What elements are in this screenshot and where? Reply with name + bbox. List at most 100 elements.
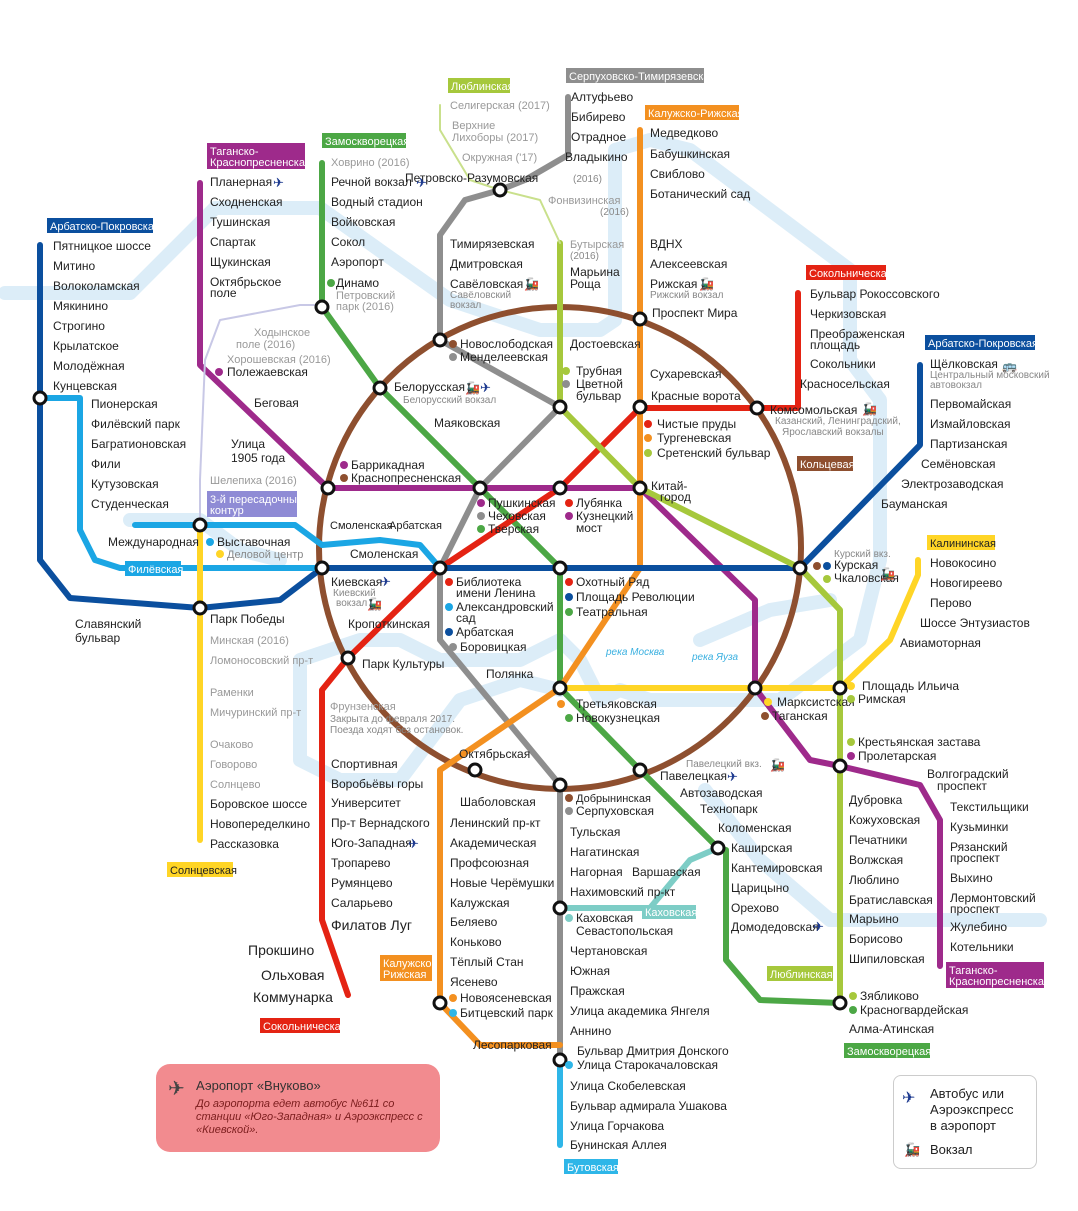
station-donskogo[interactable]: Бульвар Дмитрия Донского bbox=[577, 1044, 729, 1058]
station-kitay-1[interactable]: Китай- bbox=[651, 479, 687, 493]
station-sportivnaya[interactable]: Спортивная bbox=[331, 757, 398, 771]
station-krylatskoe[interactable]: Крылатское bbox=[53, 339, 119, 353]
station-begovaya[interactable]: Беговая bbox=[254, 396, 299, 410]
node-lubyanka[interactable] bbox=[552, 480, 568, 496]
station-ploshchad-ilyicha[interactable]: Площадь Ильича bbox=[862, 679, 959, 693]
station-dinamo[interactable]: Динамо bbox=[336, 276, 379, 290]
station-kotelniki[interactable]: Котельники bbox=[950, 940, 1014, 954]
station-ramenki[interactable]: Раменки bbox=[210, 687, 254, 699]
station-lermontovsky-2[interactable]: проспект bbox=[950, 902, 1000, 916]
station-maryina-2[interactable]: Роща bbox=[570, 277, 601, 291]
station-leninsky[interactable]: Ленинский пр-кт bbox=[450, 816, 541, 830]
station-oktyabrskaya[interactable]: Октябрьская bbox=[459, 747, 530, 761]
station-nagatinskaya[interactable]: Нагатинская bbox=[570, 845, 639, 859]
station-preobrazhenskaya-2[interactable]: площадь bbox=[810, 338, 860, 352]
station-ryazansky-1[interactable]: Рязанский bbox=[950, 840, 1008, 854]
station-zyablikovo[interactable]: Зябликово bbox=[860, 989, 919, 1003]
station-khodynskoe-1[interactable]: Ходынское bbox=[254, 327, 310, 339]
station-okhotny[interactable]: Охотный Ряд bbox=[576, 575, 649, 589]
station-kitay-2[interactable]: город bbox=[660, 490, 691, 504]
node-kakhovskaya[interactable] bbox=[552, 900, 568, 916]
station-verkhnie-2[interactable]: Лихоборы (2017) bbox=[452, 132, 538, 144]
station-kuznetsky-2[interactable]: мост bbox=[576, 521, 603, 535]
station-volgogradsky-2[interactable]: проспект bbox=[937, 779, 987, 793]
station-michurinsky[interactable]: Мичуринский пр-т bbox=[210, 707, 301, 719]
station-timiryazevskaya[interactable]: Тимирязевская bbox=[450, 237, 534, 251]
station-vodny[interactable]: Водный стадион bbox=[331, 195, 423, 209]
node-proletarskaya[interactable] bbox=[832, 758, 848, 774]
station-savelovskaya[interactable]: Савёловская bbox=[450, 277, 523, 291]
station-planernaya[interactable]: Планерная bbox=[210, 175, 272, 189]
station-akademicheskaya[interactable]: Академическая bbox=[450, 836, 536, 850]
station-bibirevo[interactable]: Бибирево bbox=[571, 110, 626, 124]
station-volgogradsky-1[interactable]: Волгоградский bbox=[927, 767, 1009, 781]
station-mezhdunarodnaya[interactable]: Международная bbox=[108, 535, 199, 549]
station-komsomolskaya[interactable]: Комсомольская bbox=[770, 403, 857, 417]
station-biblioteka-2[interactable]: имени Ленина bbox=[456, 586, 536, 600]
station-sokol[interactable]: Сокол bbox=[331, 235, 365, 249]
station-rechnoy[interactable]: Речной вокзал bbox=[331, 175, 412, 189]
station-semenovskaya[interactable]: Семёновская bbox=[921, 457, 996, 471]
station-belorusskaya[interactable]: Белорусская bbox=[394, 380, 465, 394]
station-krasnoselskaya[interactable]: Красносельская bbox=[800, 377, 890, 391]
station-oktyabrskoe-2[interactable]: поле bbox=[210, 286, 237, 300]
node-park-kultury[interactable] bbox=[340, 650, 356, 666]
station-petrovsko[interactable]: Петровско-Разумовская bbox=[405, 171, 538, 185]
station-frunzenskaya[interactable]: Фрунзенская bbox=[330, 701, 396, 713]
station-pervomayskaya[interactable]: Первомайская bbox=[930, 397, 1011, 411]
station-avtozavodskaya[interactable]: Автозаводская bbox=[680, 786, 763, 800]
station-vdnh[interactable]: ВДНХ bbox=[650, 237, 683, 251]
station-biblioteka-1[interactable]: Библиотека bbox=[456, 575, 522, 589]
station-park-pobedy[interactable]: Парк Победы bbox=[210, 612, 285, 626]
node-novoyasenevskaya[interactable] bbox=[432, 995, 448, 1011]
node-belorusskaya[interactable] bbox=[372, 380, 388, 396]
station-maryino[interactable]: Марьино bbox=[849, 912, 899, 926]
station-borovskoe[interactable]: Боровское шоссе bbox=[210, 797, 308, 811]
station-khovrino[interactable]: Ховрино (2016) bbox=[331, 157, 409, 169]
station-polezhaevskaya[interactable]: Полежаевская bbox=[227, 365, 308, 379]
station-shipilovskaya[interactable]: Шипиловская bbox=[849, 952, 925, 966]
station-volokolamskaya[interactable]: Волоколамская bbox=[53, 279, 140, 293]
station-kurskaya[interactable]: Курская bbox=[834, 558, 878, 572]
station-turgenevskaya[interactable]: Тургеневская bbox=[657, 431, 731, 445]
station-lermontovsky-1[interactable]: Лермонтовский bbox=[950, 891, 1036, 905]
station-mitino[interactable]: Митино bbox=[53, 259, 96, 273]
station-tulskaya[interactable]: Тульская bbox=[570, 825, 620, 839]
station-shchukinskaya[interactable]: Щукинская bbox=[210, 255, 271, 269]
station-mendeleevskaya[interactable]: Менделеевская bbox=[460, 350, 548, 364]
station-tsvetnoy-2[interactable]: бульвар bbox=[576, 389, 622, 403]
station-voykovskaya[interactable]: Войковская bbox=[331, 215, 395, 229]
station-altufyevo[interactable]: Алтуфьево bbox=[571, 90, 634, 104]
station-chistye-prudy[interactable]: Чистые пруды bbox=[657, 417, 736, 431]
station-tsaritsyno[interactable]: Царицыно bbox=[731, 881, 789, 895]
station-sukharevskaya[interactable]: Сухаревская bbox=[650, 367, 721, 381]
node-marksistskaya[interactable] bbox=[747, 680, 763, 696]
station-strogino[interactable]: Строгино bbox=[53, 319, 105, 333]
station-tsvetnoy-1[interactable]: Цветной bbox=[576, 377, 623, 391]
station-taganskaya[interactable]: Таганская bbox=[772, 709, 828, 723]
station-novogireevo[interactable]: Новогиреево bbox=[930, 576, 1003, 590]
node-pushkinskaya[interactable] bbox=[472, 480, 488, 496]
station-yugo-zapadnaya[interactable]: Юго-Западная bbox=[331, 836, 412, 850]
station-gorchakova[interactable]: Улица Горчакова bbox=[570, 1119, 664, 1133]
station-buninskaya[interactable]: Бунинская Аллея bbox=[570, 1138, 667, 1152]
station-minskaya[interactable]: Минская (2016) bbox=[210, 635, 289, 647]
station-vorobyovy[interactable]: Воробьёвы горы bbox=[331, 777, 423, 791]
station-kutuzovskaya[interactable]: Кутузовская bbox=[91, 477, 159, 491]
station-dubrovka[interactable]: Дубровка bbox=[849, 793, 903, 807]
station-petrovsky-1[interactable]: Петровский bbox=[336, 290, 395, 302]
station-cherkizovskaya[interactable]: Черкизовская bbox=[810, 307, 886, 321]
station-tekhnopark[interactable]: Технопарк bbox=[700, 802, 758, 816]
station-pionerskaya[interactable]: Пионерская bbox=[91, 397, 158, 411]
station-filatov[interactable]: Филатов Луг bbox=[331, 917, 412, 933]
node-ilyicha[interactable] bbox=[832, 680, 848, 696]
node-okhotny[interactable] bbox=[552, 560, 568, 576]
station-novokosino[interactable]: Новокосино bbox=[930, 556, 997, 570]
station-borovitskaya[interactable]: Боровицкая bbox=[460, 640, 527, 654]
node-dobryninskaya[interactable] bbox=[552, 777, 568, 793]
station-troparevo[interactable]: Тропарево bbox=[331, 856, 391, 870]
node-park-pobedy[interactable] bbox=[192, 600, 208, 616]
node-kurskaya[interactable] bbox=[792, 560, 808, 576]
station-park-kultury[interactable]: Парк Культуры bbox=[362, 657, 444, 671]
station-marksistskaya[interactable]: Марксистская bbox=[777, 695, 855, 709]
